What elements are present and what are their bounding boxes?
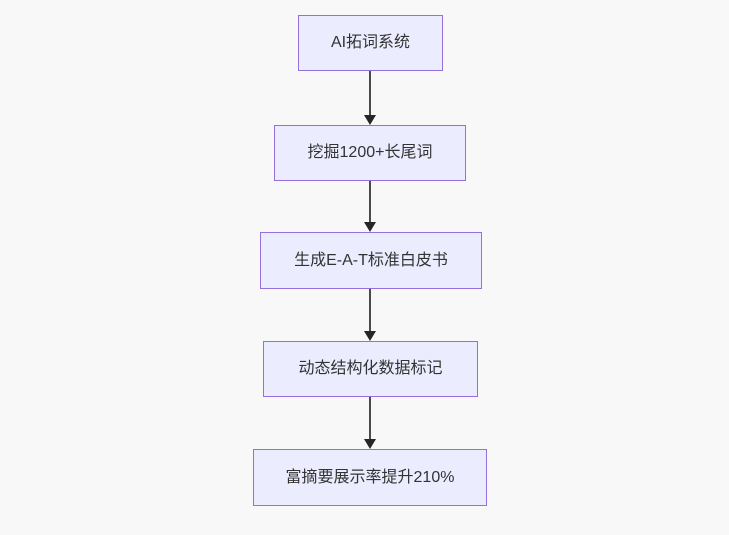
edge-line-4 [369, 397, 371, 441]
edge-arrowhead-2 [364, 222, 376, 232]
flow-node-eat-whitepaper: 生成E-A-T标准白皮书 [260, 232, 482, 289]
edge-line-3 [369, 289, 371, 333]
edge-line-1 [369, 71, 371, 117]
edge-arrowhead-4 [364, 439, 376, 449]
node-label: AI拓词系统 [330, 34, 411, 51]
edge-line-2 [369, 181, 371, 224]
flow-node-structured-data-markup: 动态结构化数据标记 [263, 341, 478, 397]
flow-node-ai-expansion-system: AI拓词系统 [298, 15, 443, 71]
edge-arrowhead-1 [364, 115, 376, 125]
flow-node-rich-snippet-uplift: 富摘要展示率提升210% [253, 449, 487, 506]
node-label: 动态结构化数据标记 [298, 360, 443, 377]
flow-node-longtail-mining: 挖掘1200+长尾词 [274, 125, 466, 181]
node-label: 富摘要展示率提升210% [285, 468, 455, 486]
node-label: 挖掘1200+长尾词 [307, 144, 433, 161]
edge-arrowhead-3 [364, 331, 376, 341]
node-label: 生成E-A-T标准白皮书 [294, 251, 448, 269]
